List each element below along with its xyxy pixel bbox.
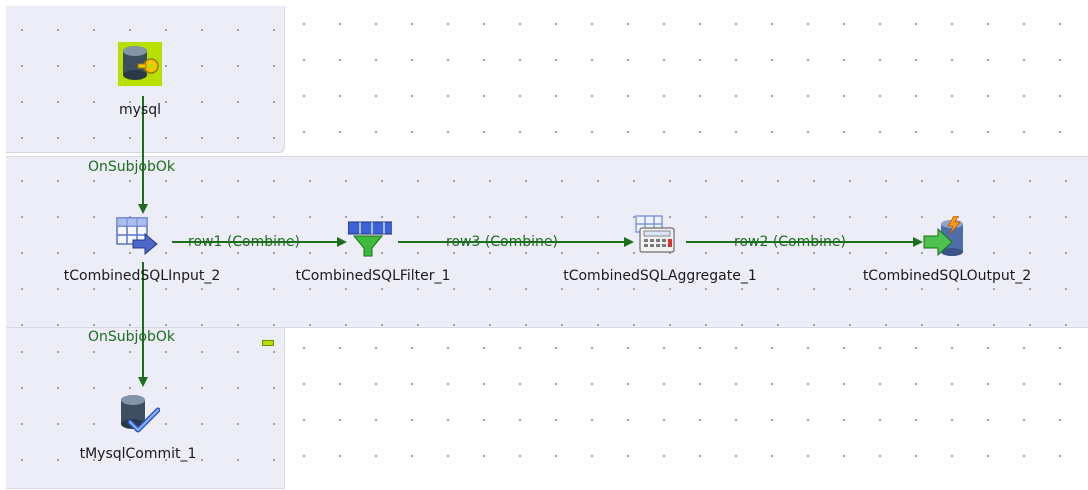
subjob-mysql[interactable] <box>6 6 285 153</box>
row-label-3[interactable]: row3 (Combine) <box>446 234 558 250</box>
node-label-mysql: mysql <box>119 102 161 118</box>
node-tmysqlcommit[interactable] <box>116 392 160 436</box>
node-label-commit: tMysqlCommit_1 <box>79 446 197 462</box>
node-label-output: tCombinedSQLOutput_2 <box>862 268 1032 284</box>
node-tcombinedsqlfilter[interactable] <box>348 220 392 264</box>
node-mysql[interactable] <box>118 42 162 86</box>
database-commit-icon <box>121 395 160 433</box>
trigger-label-2[interactable]: OnSubjobOk <box>88 329 176 345</box>
database-output-icon <box>923 216 963 257</box>
trigger-label-1[interactable]: OnSubjobOk <box>88 159 176 175</box>
node-tcombinedsqlinput[interactable] <box>115 216 159 260</box>
table-input-icon <box>116 217 158 256</box>
node-label-filter: tCombinedSQLFilter_1 <box>295 268 451 284</box>
filter-funnel-icon <box>348 221 392 257</box>
subjob-collapse-toggle[interactable] <box>262 340 274 346</box>
subjob-commit[interactable] <box>6 328 285 489</box>
node-label-aggregate: tCombinedSQLAggregate_1 <box>563 268 757 284</box>
node-tcombinedsqlaggregate[interactable] <box>634 214 678 258</box>
aggregate-calculator-icon <box>635 215 675 253</box>
row-label-1[interactable]: row1 (Combine) <box>188 234 300 250</box>
node-tcombinedsqloutput[interactable] <box>922 216 966 260</box>
database-connection-icon <box>118 42 162 86</box>
row-label-2[interactable]: row2 (Combine) <box>734 234 846 250</box>
node-label-input: tCombinedSQLInput_2 <box>63 268 221 284</box>
